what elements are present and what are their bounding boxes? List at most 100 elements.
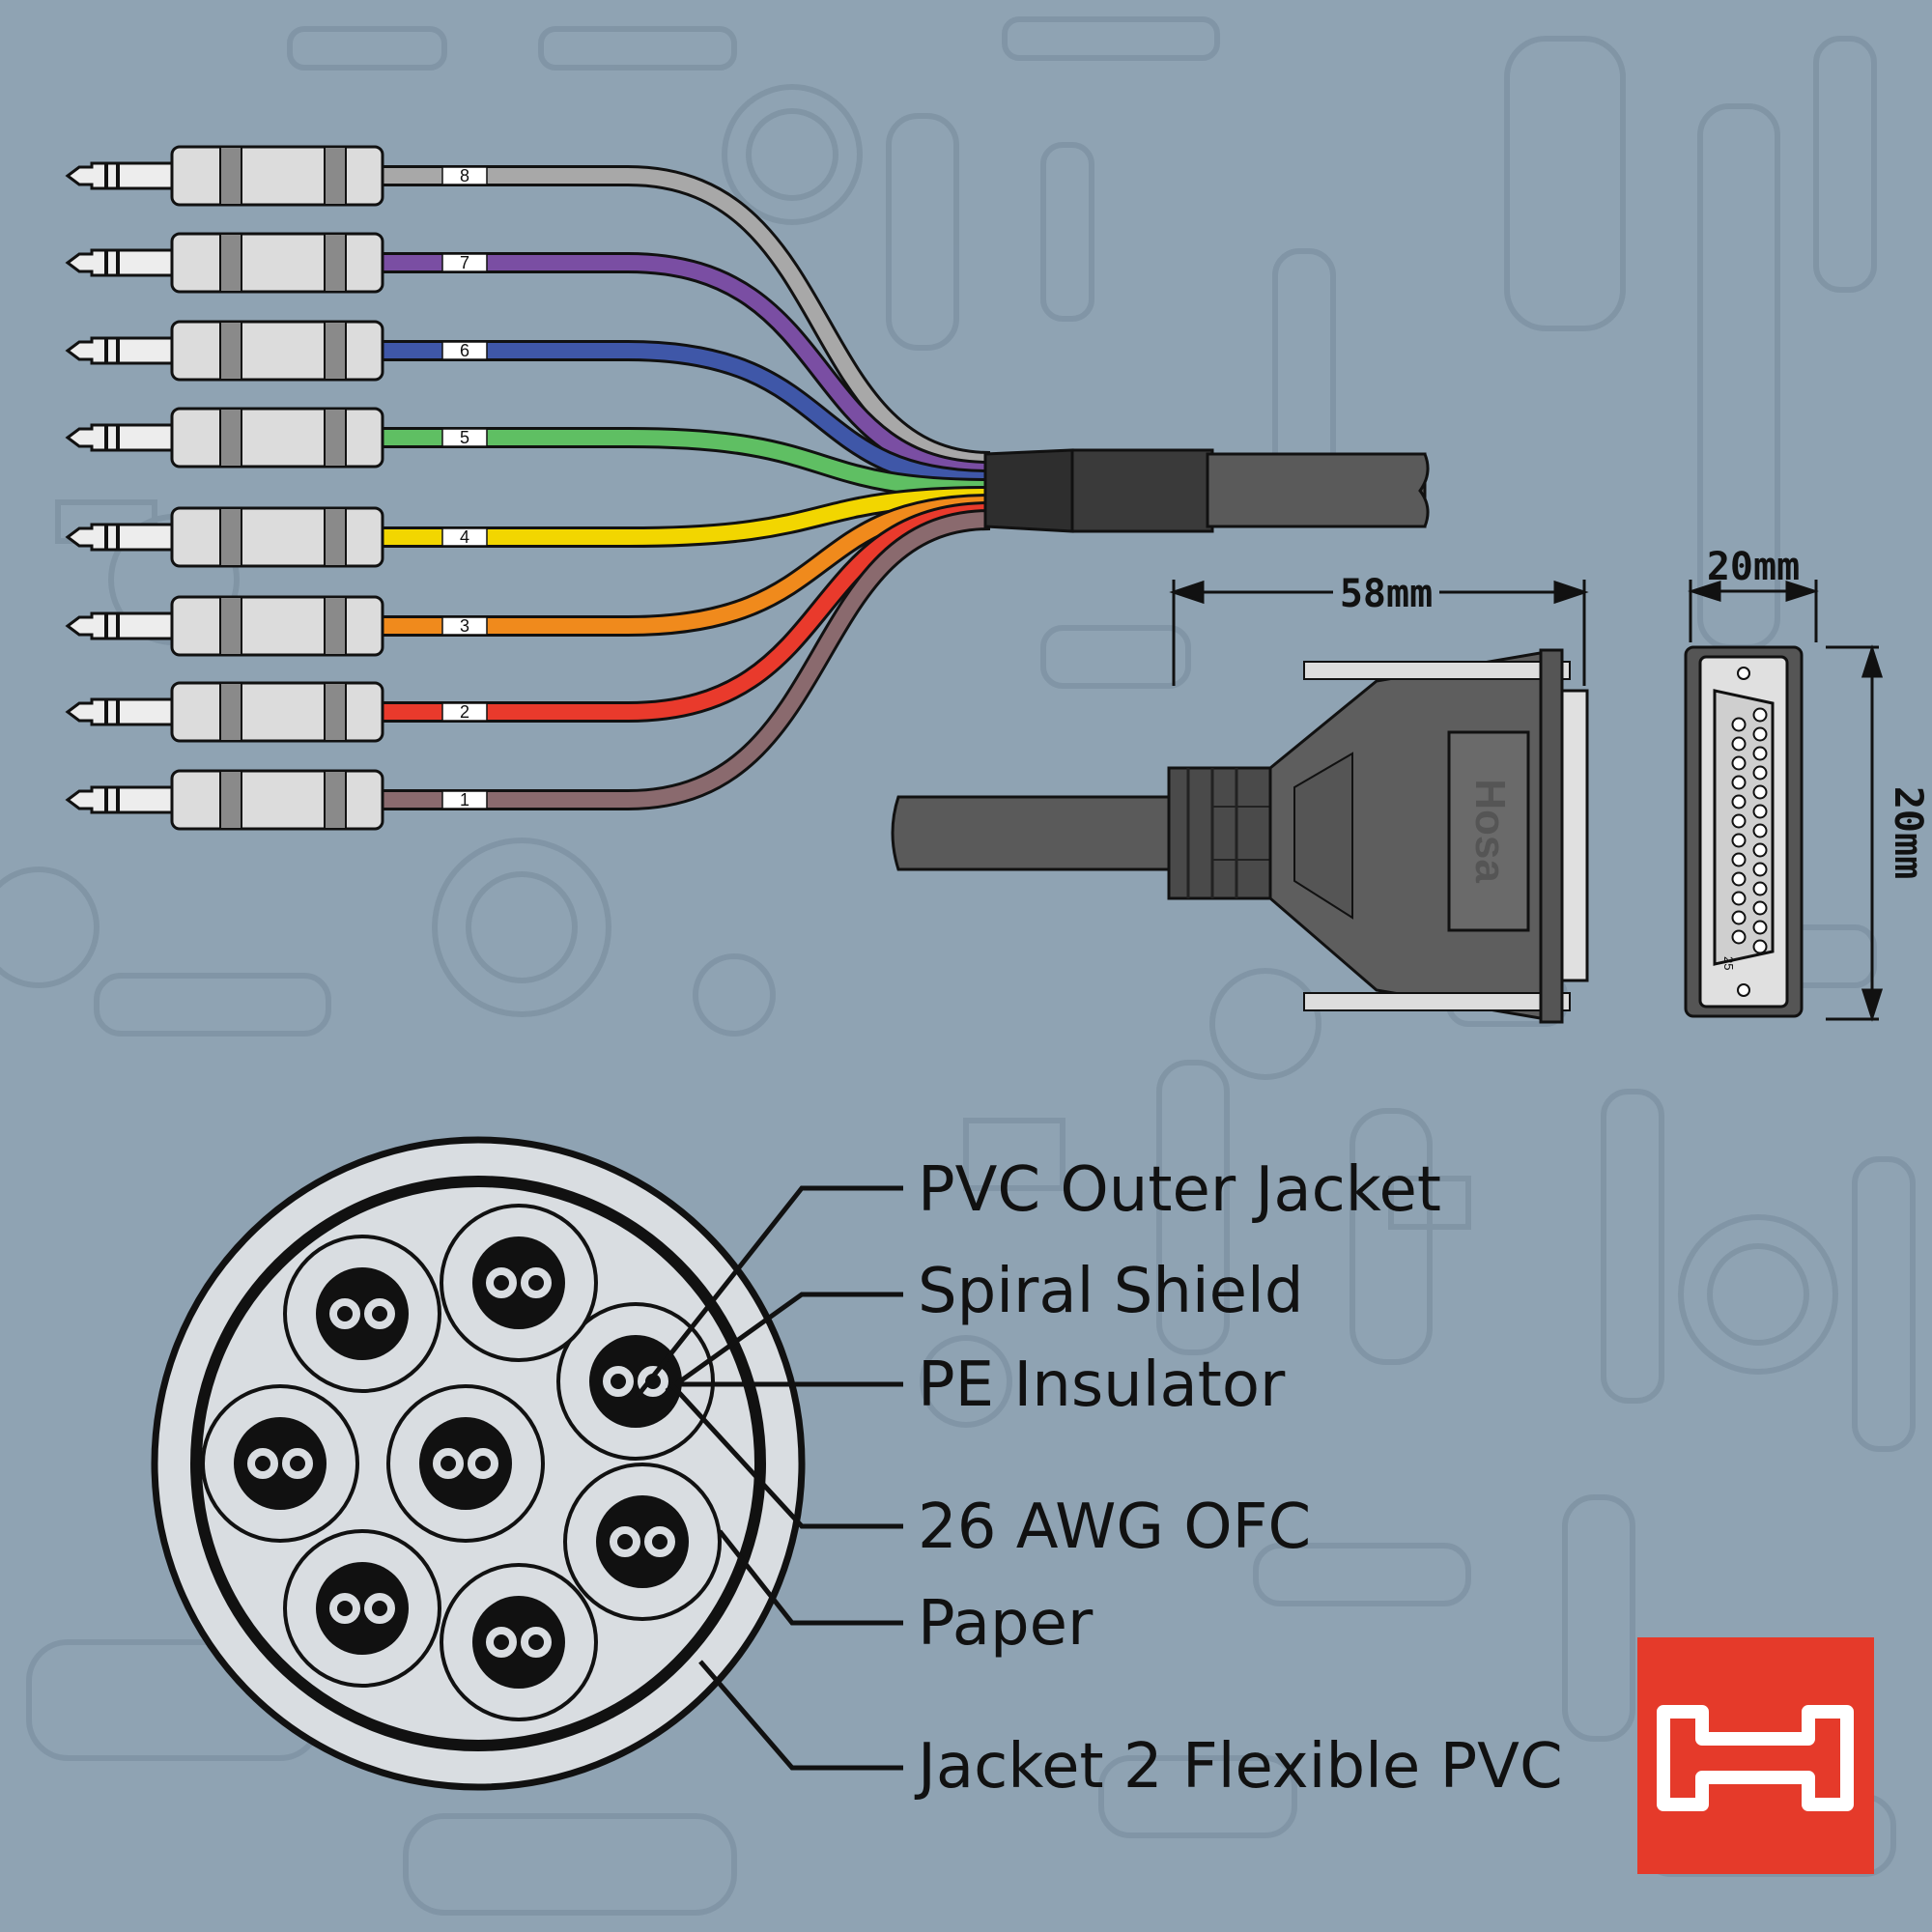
- db25-pin: [1731, 871, 1747, 887]
- channel-1-barrel-grip: [219, 770, 242, 830]
- db25-pin: [1752, 939, 1768, 954]
- channel-1-plug-tip: [65, 785, 176, 814]
- connector-brand-text: Hosa: [1466, 779, 1514, 883]
- channel-1-label-band: [441, 790, 488, 810]
- channel-2: 2: [65, 501, 991, 743]
- callout-pe-insulator: PE Insulator: [918, 1350, 1286, 1421]
- channel-6-label-band: [441, 341, 488, 360]
- channel-3-label-band: [441, 616, 488, 636]
- channel-7-cable: [382, 255, 991, 479]
- db25-pin: [1731, 813, 1747, 829]
- twisted-pair: [440, 1563, 598, 1721]
- db25-pin: [1731, 717, 1747, 732]
- dimension-lines: [1169, 580, 1884, 1022]
- channel-1: 1: [65, 509, 991, 831]
- channel-5-cable: [382, 430, 991, 497]
- height-dimension-label: 20mm: [1886, 786, 1930, 879]
- channel-5-label: 5: [460, 428, 469, 447]
- channel-3-cable: [382, 497, 991, 634]
- db25-pin: [1731, 833, 1747, 848]
- channel-1-cable-outline: [382, 509, 991, 810]
- channel-4-barrel-grip: [219, 507, 242, 567]
- twisted-pair: [386, 1384, 545, 1543]
- channel-5-label-band: [441, 428, 488, 447]
- channel-4-cable: [382, 489, 991, 545]
- channel-8-cable-outline: [382, 165, 991, 472]
- channel-6-label: 6: [460, 341, 469, 360]
- channel-2-label-band: [441, 702, 488, 722]
- channel-8-label: 8: [460, 166, 469, 185]
- cable-cross-section: [151, 1136, 806, 1791]
- twisted-pair: [201, 1384, 359, 1543]
- hosa-logo: [1637, 1637, 1874, 1874]
- channel-6-plug-barrel: [170, 320, 384, 382]
- channel-8: 8: [65, 145, 991, 472]
- db25-pin: [1752, 765, 1768, 781]
- db25-pin: [1731, 755, 1747, 771]
- channel-6-barrel-grip-2: [324, 321, 347, 381]
- channel-6-plug-tip: [65, 336, 176, 365]
- channel-4-label-band: [441, 527, 488, 547]
- channel-7-label: 7: [460, 253, 469, 272]
- db25-pin: [1752, 862, 1768, 877]
- callout-26-awg-ofc: 26 AWG OFC: [918, 1492, 1311, 1563]
- channel-5: 5: [65, 407, 991, 499]
- channel-7-barrel-grip: [219, 233, 242, 293]
- channel-1-cable: [382, 512, 991, 808]
- channel-8-cable: [382, 168, 991, 469]
- channel-4-plug-barrel: [170, 506, 384, 568]
- callout-paper: Paper: [918, 1588, 1094, 1660]
- channel-2-plug-barrel: [170, 681, 384, 743]
- channel-8-barrel-grip: [219, 146, 242, 206]
- db25-pin: [1752, 726, 1768, 742]
- channel-2-plug-tip: [65, 697, 176, 726]
- channel-5-plug-tip: [65, 423, 176, 452]
- channel-3-barrel-grip-2: [324, 596, 347, 656]
- width-dimension-label: 20mm: [1707, 545, 1800, 589]
- channel-8-barrel-grip-2: [324, 146, 347, 206]
- channel-5-barrel-grip: [219, 408, 242, 468]
- twisted-pair: [563, 1463, 722, 1621]
- db25-pin: [1731, 794, 1747, 810]
- channel-2-label: 2: [460, 702, 469, 722]
- twisted-pair: [283, 1529, 441, 1688]
- twisted-pair: [283, 1235, 441, 1393]
- channel-3-barrel-grip: [219, 596, 242, 656]
- channel-5-barrel-grip-2: [324, 408, 347, 468]
- db25-pin: [1752, 746, 1768, 761]
- callout-spiral-shield: Spiral Shield: [918, 1256, 1303, 1327]
- channel-6-barrel-grip: [219, 321, 242, 381]
- db25-pin: [1752, 900, 1768, 916]
- db25-connector-side-view: Hosa: [891, 648, 1589, 1024]
- db25-pin: [1752, 707, 1768, 723]
- db25-pin: [1752, 881, 1768, 896]
- db25-pin: [1731, 910, 1747, 925]
- channel-2-cable: [382, 504, 991, 720]
- db25-pin: [1752, 920, 1768, 935]
- db25-pin: [1731, 775, 1747, 790]
- db25-pin: [1752, 842, 1768, 858]
- channel-3: 3: [65, 494, 991, 657]
- db25-pin: [1752, 784, 1768, 800]
- channel-2-barrel-grip: [219, 682, 242, 742]
- twisted-pair: [440, 1204, 598, 1362]
- channel-6-cable: [382, 343, 991, 488]
- db25-pin: [1752, 804, 1768, 819]
- db25-connector-front-view: 25: [1684, 645, 1804, 1018]
- channel-6: 6: [65, 320, 991, 491]
- callout-pvc-outer-jacket: PVC Outer Jacket: [918, 1154, 1441, 1226]
- channel-7-plug-barrel: [170, 232, 384, 294]
- channel-7-barrel-grip-2: [324, 233, 347, 293]
- channel-4-barrel-grip-2: [324, 507, 347, 567]
- channel-1-barrel-grip-2: [324, 770, 347, 830]
- channel-5-plug-barrel: [170, 407, 384, 469]
- channel-7-plug-tip: [65, 248, 176, 277]
- length-dimension-label: 58mm: [1340, 572, 1433, 616]
- callout-leaders: [636, 1185, 903, 1771]
- channel-3-label: 3: [460, 616, 469, 636]
- pin-25-label: 25: [1721, 956, 1736, 970]
- db25-pin: [1731, 929, 1747, 945]
- channel-8-plug-tip: [65, 161, 176, 190]
